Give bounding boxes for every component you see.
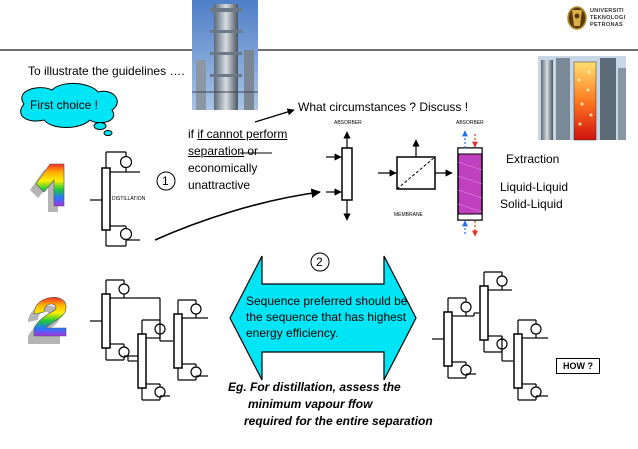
step-two-numeral-icon — [28, 297, 67, 344]
extraction-photo — [538, 56, 626, 141]
condition-line-1-prefix: if — [188, 127, 198, 141]
question-text: What circumstances ? Discuss ! — [298, 100, 469, 114]
extraction-item-liquid-liquid: Liquid-Liquid — [500, 180, 569, 194]
refinery-photo — [192, 0, 258, 110]
first-choice-label: First choice ! — [30, 98, 99, 112]
step-one-numeral-icon — [30, 163, 65, 212]
circled-one-label: 1 — [162, 174, 169, 188]
example-line-2: minimum vapour ffow — [248, 397, 373, 411]
circled-two-label: 2 — [316, 255, 323, 269]
distillation-label: DISTILLATION — [112, 196, 146, 202]
absorber-right-label: ABSORBER — [456, 120, 484, 126]
condition-line-2-rest: or — [244, 144, 259, 158]
extraction-title: Extraction — [506, 152, 560, 166]
packed-absorber-unit — [457, 130, 483, 237]
extraction-item-solid-liquid: Solid-Liquid — [500, 197, 563, 211]
question-arrow — [254, 108, 295, 123]
membrane-label: MEMBRANE — [394, 212, 423, 218]
membrane-unit — [378, 139, 453, 190]
condition-line-2-underlined: separation — [188, 144, 245, 158]
how-button[interactable]: HOW ? — [556, 358, 600, 374]
university-logo-text: UNIVERSITI TEKNOLOGI PETRONAS — [590, 8, 626, 28]
page-title: To illustrate the guidelines …. — [28, 64, 185, 78]
circled-one-badge — [156, 171, 176, 191]
example-line-1: Eg. For distillation, assess the — [228, 380, 401, 394]
curved-arrow — [154, 188, 321, 241]
condition-line-3: economically — [188, 161, 258, 175]
university-crest-icon — [567, 6, 587, 30]
condition-line-4: unattractive — [188, 178, 251, 192]
condition-text: if if cannot perform separation or econo… — [188, 126, 287, 194]
condition-line-1: if cannot perform — [197, 127, 288, 141]
example-line-3: required for the entire separation — [244, 414, 433, 428]
left-column-sequence — [90, 279, 208, 401]
right-column-sequence — [432, 271, 548, 401]
arrow-text: Sequence preferred should be the sequenc… — [246, 294, 408, 340]
distillation-column — [90, 151, 140, 247]
absorber-left-label: ABSORBER — [334, 120, 362, 126]
first-choice-cloud-icon — [20, 83, 118, 136]
absorber-unit — [326, 131, 353, 221]
sequence-double-arrow — [229, 255, 417, 381]
circled-two-badge — [310, 252, 330, 272]
